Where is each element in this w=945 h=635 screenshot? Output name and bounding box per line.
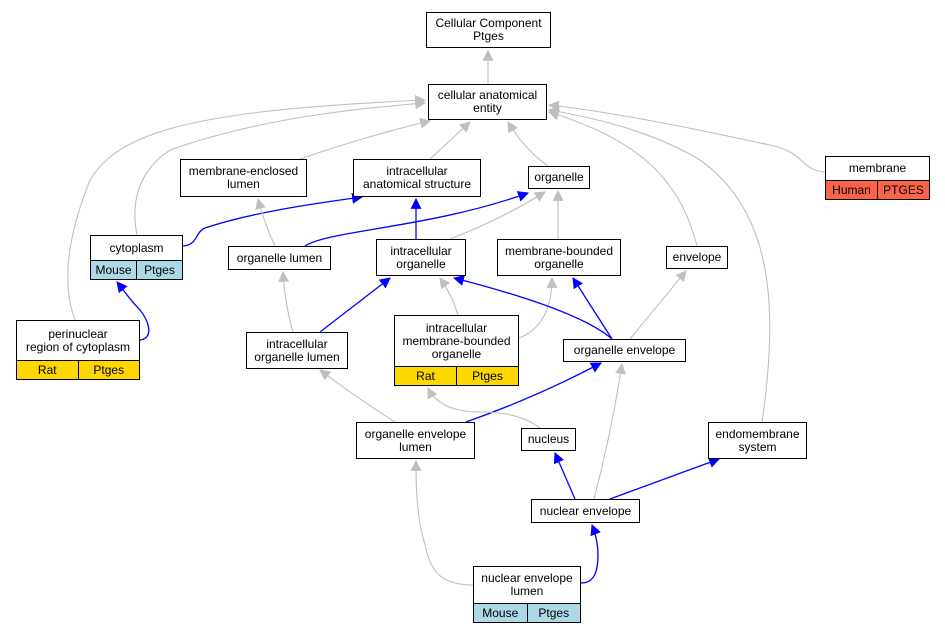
edge-cytoplasm-cae: [134, 98, 427, 236]
gene-tag: Ptges: [77, 361, 139, 379]
species-tag: Rat: [17, 361, 78, 379]
node-label: membrane-bounded organelle: [504, 243, 614, 271]
node-cellular-anatomical-entity[interactable]: cellular anatomical entity: [428, 84, 547, 120]
node-label: membrane-enclosed lumen: [188, 164, 299, 191]
species-tag: Mouse: [91, 261, 136, 279]
node-label: envelope: [672, 250, 722, 264]
edge-nenv-oenv: [593, 362, 626, 500]
edge-nel-oel: [410, 459, 474, 586]
edge-endo-cae: [547, 106, 771, 423]
edge-nenv-nucleus: [553, 451, 576, 500]
node-cellular-component[interactable]: Cellular Component Ptges: [426, 12, 551, 48]
edge-organelle-cae: [507, 121, 549, 167]
edge-mel-cae: [299, 117, 432, 160]
edge-perinuclear-cytoplasm: [116, 281, 150, 341]
node-label: cytoplasm: [109, 240, 164, 255]
node-label: membrane: [848, 161, 907, 175]
edge-ias-cae: [429, 121, 471, 160]
node-label: organelle lumen: [236, 250, 323, 265]
edge-oel-oenv: [465, 362, 602, 423]
species-tags: Rat Ptges: [17, 360, 139, 379]
node-nuclear-envelope-lumen[interactable]: nuclear envelope lumen Mouse Ptges: [473, 566, 581, 623]
node-cytoplasm[interactable]: cytoplasm Mouse Ptges: [90, 235, 183, 280]
node-endomembrane-system[interactable]: endomembrane system: [708, 422, 807, 459]
species-tag: Human: [826, 181, 877, 199]
edge-nucleus-imbo: [427, 387, 541, 429]
node-membrane-enclosed-lumen[interactable]: membrane-enclosed lumen: [180, 159, 307, 197]
node-label: intracellular organelle: [390, 243, 452, 271]
edge-iol-iorg: [319, 277, 391, 333]
gene-tag: Ptges: [456, 367, 518, 385]
edge-imbo-mbo: [518, 276, 558, 339]
node-label: intracellular organelle lumen: [254, 336, 340, 364]
node-organelle[interactable]: organelle: [528, 166, 590, 189]
edge-envelope-cae: [547, 109, 698, 247]
node-intracellular-organelle[interactable]: intracellular organelle: [376, 239, 466, 276]
edge-perinuclear-cae: [67, 94, 427, 321]
node-organelle-envelope[interactable]: organelle envelope: [563, 339, 686, 362]
edge-olumen-mel: [255, 197, 276, 247]
species-tags: Mouse Ptges: [91, 260, 182, 279]
node-intracellular-organelle-lumen[interactable]: intracellular organelle lumen: [246, 332, 348, 369]
node-label: Cellular Component Ptges: [435, 16, 542, 43]
edge-cytoplasm-ias: [182, 192, 364, 247]
edge-oenv-mbo: [572, 277, 613, 340]
edge-olumen-organelle: [304, 191, 530, 247]
node-label: perinuclear region of cytoplasm: [25, 326, 131, 354]
edge-iol-olumen: [278, 270, 294, 333]
edge-nel-nenv: [580, 523, 601, 584]
edge-oenv-iorg: [452, 275, 613, 340]
node-label: endomembrane system: [715, 426, 800, 454]
edge-membrane-cae: [547, 100, 826, 173]
node-envelope[interactable]: envelope: [666, 246, 728, 269]
gene-tag: Ptges: [526, 604, 580, 622]
species-tags: Human PTGES: [826, 180, 929, 199]
node-intracellular-membrane-bounded-organelle[interactable]: intracellular membrane-bounded organelle…: [394, 315, 519, 386]
edge-iorg-organelle: [449, 191, 546, 240]
node-organelle-lumen[interactable]: organelle lumen: [228, 246, 331, 270]
node-perinuclear-region-of-cytoplasm[interactable]: perinuclear region of cytoplasm Rat Ptge…: [16, 320, 140, 380]
edge-nenv-endo: [609, 457, 721, 500]
node-label: organelle: [534, 170, 584, 184]
node-nuclear-envelope[interactable]: nuclear envelope: [531, 499, 640, 523]
node-organelle-envelope-lumen[interactable]: organelle envelope lumen: [356, 422, 475, 459]
node-label: organelle envelope lumen: [364, 426, 467, 454]
node-label: organelle envelope: [573, 343, 676, 357]
node-label: nuclear envelope lumen: [481, 571, 573, 598]
node-nucleus[interactable]: nucleus: [521, 428, 576, 451]
edge-oel-iol: [319, 369, 396, 423]
species-tags: Rat Ptges: [395, 366, 518, 385]
node-membrane-bounded-organelle[interactable]: membrane-bounded organelle: [497, 239, 621, 276]
species-tag: Rat: [395, 367, 456, 385]
node-membrane[interactable]: membrane Human PTGES: [825, 156, 930, 200]
gene-tag: Ptges: [136, 261, 182, 279]
edge-imbo-iorg: [439, 277, 459, 316]
gene-tag: PTGES: [877, 181, 929, 199]
node-label: intracellular anatomical structure: [362, 164, 472, 191]
node-label: nucleus: [527, 432, 570, 446]
node-label: cellular anatomical entity: [437, 88, 538, 115]
node-label: nuclear envelope: [539, 503, 632, 518]
node-label: intracellular membrane-bounded organelle: [402, 320, 511, 361]
species-tags: Mouse Ptges: [474, 603, 580, 622]
node-intracellular-anatomical-structure[interactable]: intracellular anatomical structure: [353, 159, 481, 197]
species-tag: Mouse: [474, 604, 527, 622]
edge-oenv-envelope: [629, 270, 687, 340]
